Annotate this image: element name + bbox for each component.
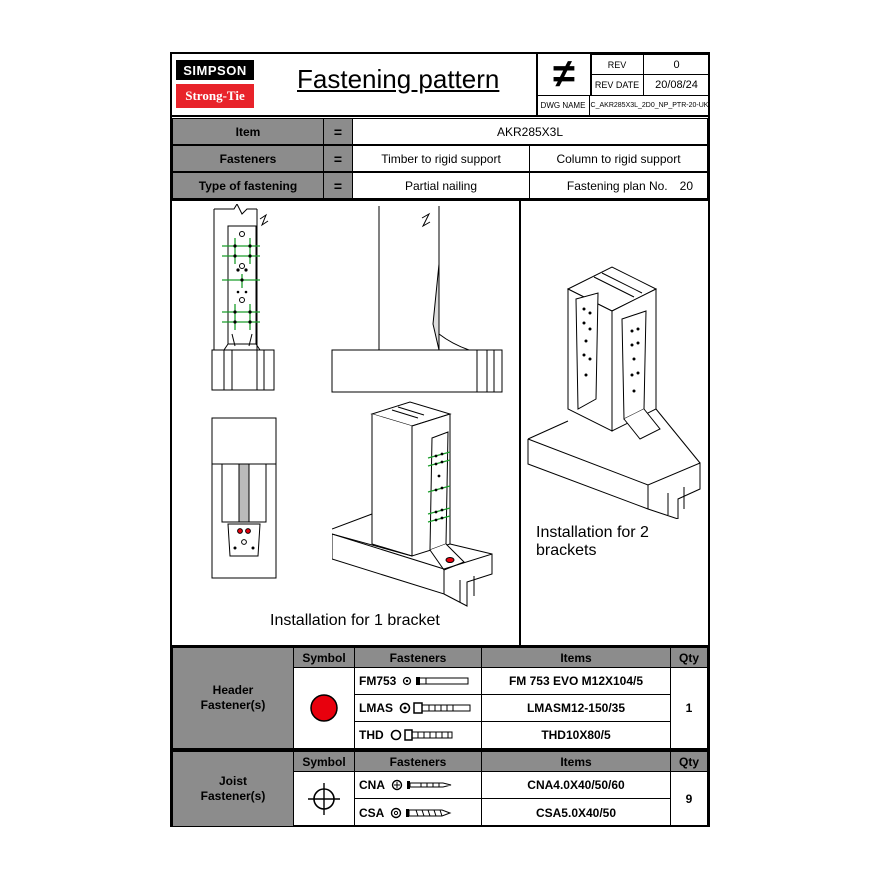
not-equal-icon: ≠	[553, 52, 575, 96]
fasteners-eq: =	[323, 145, 353, 172]
item-thd: THD10X80/5	[481, 721, 671, 749]
ring-nail-icon	[391, 779, 452, 791]
fastener-row-cna: CNA	[354, 771, 482, 799]
fastener-code: CSA	[359, 805, 385, 820]
joist-qty: 9	[670, 771, 708, 827]
drawing-sheet: SIMPSON Strong-Tie Fastening pattern ≠ R…	[170, 52, 710, 827]
item-cna: CNA4.0X40/50/60	[481, 771, 671, 799]
caption-two-brackets: Installation for 2 brackets	[536, 524, 649, 559]
fastener-row-thd: THD	[354, 721, 482, 749]
bracket-elevation-drawing	[211, 204, 275, 391]
dwg-name-value: C_AKR285X3L_2D0_NP_PTR-20-UK	[589, 95, 710, 116]
header-qty: 1	[670, 667, 708, 749]
rev-value: 0	[643, 54, 710, 75]
joist-fasteners-heading: Fasteners	[354, 751, 482, 772]
rev-date-value: 20/08/24	[643, 74, 710, 96]
plan-cell: Fastening plan No. 20	[529, 172, 708, 199]
header-symbol-heading: Symbol	[293, 647, 355, 668]
item-eq: =	[323, 118, 353, 145]
item-value: AKR285X3L	[352, 118, 708, 145]
logo-simpson: SIMPSON	[176, 60, 254, 80]
header-fasteners-label: Header Fastener(s)	[172, 647, 294, 749]
logo: SIMPSON Strong-Tie	[172, 54, 262, 116]
page-title: Fastening pattern	[297, 64, 500, 94]
joist-symbol-cell	[293, 771, 355, 827]
screw-anchor-icon	[399, 702, 471, 714]
fasteners-label: Fasteners	[172, 145, 324, 172]
fastener-code: CNA	[359, 778, 385, 792]
rev-date-label: REV DATE	[590, 74, 644, 96]
type-eq: =	[323, 172, 353, 199]
wood-screw-icon	[391, 807, 452, 818]
joist-qty-heading: Qty	[670, 751, 708, 772]
anchor-bolt-icon	[403, 676, 469, 686]
item-csa: CSA5.0X40/50	[481, 798, 671, 827]
concrete-screw-icon	[390, 729, 453, 741]
caption-one-bracket: Installation for 1 bracket	[270, 612, 440, 629]
side-elevation-drawing	[331, 206, 503, 393]
type-label: Type of fastening	[172, 172, 324, 199]
type-value: Partial nailing	[352, 172, 530, 199]
rev-label: REV	[590, 54, 644, 75]
item-lmas: LMASM12-150/35	[481, 694, 671, 722]
fastener-row-fm753: FM753	[354, 667, 482, 695]
plan-label: Fastening plan No.	[566, 178, 668, 193]
red-dot-symbol-icon	[310, 694, 338, 722]
joist-items-heading: Items	[481, 751, 671, 772]
logo-strongtie: Strong-Tie	[176, 84, 254, 108]
fastener-row-lmas: LMAS	[354, 694, 482, 722]
fastener-code: LMAS	[359, 701, 393, 715]
item-fm753: FM 753 EVO M12X104/5	[481, 667, 671, 695]
item-label: Item	[172, 118, 324, 145]
single-bracket-3d-drawing	[332, 401, 493, 607]
plan-value: 20	[679, 178, 693, 193]
fasteners-column: Column to rigid support	[529, 145, 708, 172]
fastener-code: FM753	[359, 674, 397, 688]
dwg-name-label: DWG NAME	[536, 95, 590, 116]
fastener-code: THD	[359, 728, 384, 742]
double-bracket-3d-drawing	[527, 266, 701, 519]
header-items-heading: Items	[481, 647, 671, 668]
header-symbol-cell	[293, 667, 355, 749]
header-fasteners-heading: Fasteners	[354, 647, 482, 668]
joist-symbol-heading: Symbol	[293, 751, 355, 772]
joist-fasteners-label: Joist Fastener(s)	[172, 751, 294, 827]
crosshair-symbol-icon	[308, 783, 340, 815]
fastener-row-csa: CSA	[354, 798, 482, 827]
header-qty-heading: Qty	[670, 647, 708, 668]
plan-view-drawing	[211, 417, 277, 579]
fasteners-timber: Timber to rigid support	[352, 145, 530, 172]
